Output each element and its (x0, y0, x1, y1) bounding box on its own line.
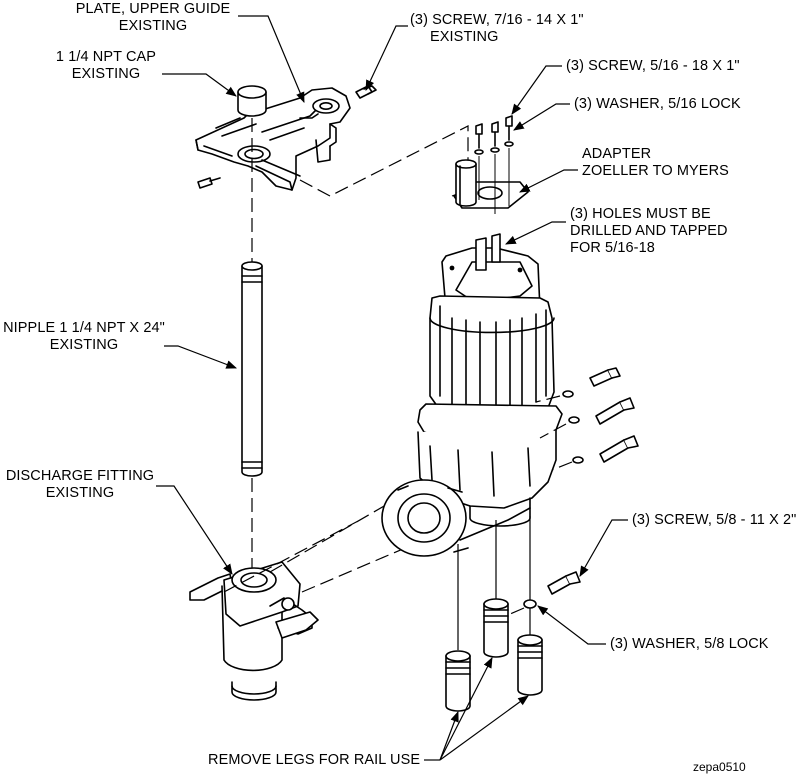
discharge-fitting (189, 561, 319, 701)
pump-side-screws (535, 367, 639, 471)
pump-legs (445, 598, 543, 712)
label-screw-5-8: (3) SCREW, 5/8 - 11 X 2" (632, 512, 796, 529)
screw-5-8 (509, 571, 581, 615)
label-line: REMOVE LEGS FOR RAIL USE (208, 752, 421, 768)
label-line: FOR 5/16-18 (570, 240, 655, 256)
label-adapter: ADAPTER ZOELLER TO MYERS (582, 146, 729, 180)
npt-cap (237, 85, 267, 117)
label-line: DRILLED AND TAPPED (570, 223, 728, 239)
label-washer-5-16: (3) WASHER, 5/16 LOCK (574, 96, 741, 113)
label-line: (3) HOLES MUST BE (570, 206, 711, 222)
label-line: PLATE, UPPER GUIDE (75, 1, 231, 17)
label-npt-cap: 1 1/4 NPT CAP EXISTING (44, 49, 168, 83)
label-discharge-fitting: DISCHARGE FITTING EXISTING (2, 468, 158, 502)
label-washer-5-8: (3) WASHER, 5/8 LOCK (610, 636, 769, 653)
label-line: (3) SCREW, 7/16 - 14 X 1" (410, 12, 584, 28)
adapter-plate (453, 159, 529, 209)
label-line: EXISTING (71, 66, 141, 82)
drawing-code: zepa0510 (693, 760, 746, 774)
label-line: EXISTING (430, 29, 499, 45)
label-nipple: NIPPLE 1 1/4 NPT X 24" EXISTING (0, 320, 168, 354)
plate-to-adapter-guide-line (299, 125, 469, 197)
label-line: DISCHARGE FITTING (5, 468, 155, 484)
leader-lines (156, 15, 628, 761)
label-upper-guide-plate: PLATE, UPPER GUIDE EXISTING (68, 1, 238, 35)
label-holes: (3) HOLES MUST BE DRILLED AND TAPPED FOR… (570, 206, 728, 257)
label-line: (3) SCREW, 5/8 - 11 X 2" (632, 512, 797, 528)
label-line: 1 1/4 NPT CAP (55, 49, 157, 65)
label-line: (3) WASHER, 5/16 LOCK (574, 96, 741, 112)
pump (381, 233, 563, 650)
label-line: EXISTING (118, 18, 188, 34)
label-screw-5-16: (3) SCREW, 5/16 - 18 X 1" (566, 58, 740, 75)
label-line: (3) WASHER, 5/8 LOCK (610, 636, 769, 652)
pipe-nipple (241, 261, 263, 477)
adapter-screws (474, 115, 514, 214)
label-remove-legs: REMOVE LEGS FOR RAIL USE (208, 752, 420, 769)
label-line: ZOELLER TO MYERS (582, 163, 729, 179)
label-line: ADAPTER (582, 146, 652, 162)
label-line: (3) SCREW, 5/16 - 18 X 1" (566, 58, 740, 74)
label-screw-7-16: (3) SCREW, 7/16 - 14 X 1" EXISTING (410, 12, 584, 46)
label-line: NIPPLE 1 1/4 NPT X 24" (3, 320, 165, 336)
label-line: EXISTING (45, 485, 115, 501)
upper-guide-plate (195, 87, 351, 191)
label-line: EXISTING (49, 337, 119, 353)
